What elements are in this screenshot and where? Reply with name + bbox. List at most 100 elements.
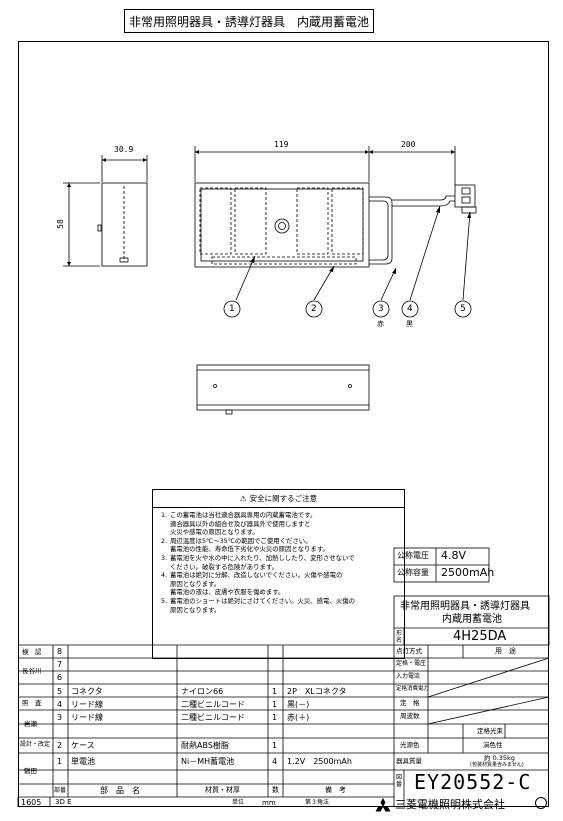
weight-value: 約 0.35kg [484, 754, 515, 762]
safety-item: 5.蓄電池のショートは絶対にさけてください。火災、感電、火傷の原因となります。 [161, 597, 398, 614]
bottom-view [196, 364, 370, 411]
rated-voltage-label: 定格・電圧 [396, 660, 427, 667]
part-4-name: リード線 [71, 700, 103, 709]
part-4-no: 4 [57, 700, 63, 709]
safety-item-line: 適合器具以外の組合せ及び器具外で使用しますと [170, 519, 311, 528]
voltage-value: 4.8V [441, 549, 467, 562]
part-no-header: 部番 [54, 787, 67, 794]
color-rendering-label: 演色性 [483, 741, 503, 749]
model-number: 4H25DA [453, 629, 507, 644]
callout-2: 2 [311, 304, 317, 314]
part-4-remarks: 黒(－) [287, 700, 310, 709]
header-remarks: 備 考 [325, 786, 346, 794]
part-2-name: ケース [71, 741, 95, 750]
approval-review: 照 査 [22, 699, 42, 707]
dim-cable: 200 [401, 140, 416, 149]
approval-design: 設計・改定 [20, 741, 51, 748]
part-5-no: 5 [57, 687, 63, 696]
part-3-no: 3 [57, 713, 63, 722]
safety-item: 1.この蓄電池は当社適合器具専用の内蔵蓄電池です。適合器具以外の組合せ及び器具外… [161, 511, 398, 537]
part-1-qty: 4 [272, 757, 278, 766]
safety-item-number: 4. [161, 571, 168, 580]
safety-notice: ⚠ 安全に関するご注意 1.この蓄電池は当社適合器具専用の内蔵蓄電池です。適合器… [152, 489, 405, 659]
part-4-material: 二種ビニルコード [181, 700, 245, 709]
safety-item: 2.周辺温度は5℃～35℃の範囲でご使用ください。蓄電池の性能、寿命低下劣化や火… [161, 537, 398, 554]
input-current-label: 入力電流 [396, 673, 421, 680]
weight-note: (包装材質量含みません) [470, 762, 524, 768]
warning-icon: ⚠ [239, 494, 247, 503]
company-name: 三菱電機照明株式会社 [395, 798, 505, 811]
form-label: 形名 [396, 630, 403, 644]
row-no-7: 7 [57, 660, 63, 669]
projection-label: 第３角法 [305, 799, 330, 806]
voltage-label: 公称電圧 [397, 551, 429, 560]
part-3-qty: 1 [272, 713, 278, 722]
safety-item-line: 蓄電池の液は、皮膚や衣服を傷めます。 [170, 588, 285, 597]
part-3-material: 二種ビニルコード [181, 713, 245, 722]
callout-4: 4 [407, 304, 413, 314]
dim-width: 119 [274, 140, 289, 149]
header-qty: 数 [272, 786, 279, 794]
approval-reviewer: 岩瀬 [24, 720, 37, 728]
safety-item-number: 5. [161, 596, 168, 605]
part-1-material: Ni－MH蓄電池 [181, 757, 235, 766]
safety-item-line: 火災や感電の原因となります。 [170, 528, 259, 537]
drawing-frame [18, 41, 549, 807]
safety-item-line: 蓄電池のショートは絶対にさけてください。火災、感電、火傷の [170, 596, 356, 605]
rated-power-label: 定格消費電力 [396, 686, 430, 692]
approval-checker: 長谷川 [22, 667, 42, 675]
row-no-6: 6 [57, 673, 63, 682]
safety-item-line: 蓄電池を火や水の中に入れたり、加熱ししたり、変形させないで [170, 553, 355, 562]
dim-height: 58 [55, 219, 65, 229]
callout-1: 1 [229, 304, 235, 314]
safety-items: 1.この蓄電池は当社適合器具専用の内蔵蓄電池です。適合器具以外の組合せ及び器具外… [153, 508, 404, 614]
safety-item-line: 周辺温度は5℃～35℃の範囲でご使用ください。 [170, 536, 312, 545]
front-view [194, 182, 370, 268]
product-name-line1: 非常用照明器具・誘導灯器具 [400, 601, 530, 612]
safety-item: 4.蓄電池は絶対に分解、改造しないでください。火傷や感電の原因となります。蓄電池… [161, 571, 398, 597]
rating-label: 定 格 [400, 699, 420, 707]
use-label: 用 途 [495, 647, 516, 655]
safety-item-line: 原因となります。 [170, 605, 221, 614]
part-4-qty: 1 [272, 700, 278, 709]
drawing-number-label: 図番 [396, 774, 403, 788]
safety-item-number: 1. [161, 511, 168, 519]
part-2-qty: 1 [272, 741, 278, 750]
safety-item-line: この蓄電池は当社適合器具専用の内蔵蓄電池です。 [170, 511, 317, 519]
callout-3-label: 赤 [377, 320, 384, 328]
callout-5: 5 [460, 304, 466, 314]
part-1-remarks: 1.2V 2500mAh [287, 757, 352, 766]
product-name-line2: 内蔵用蓄電池 [442, 614, 502, 625]
weight-label: 器具質量 [396, 757, 422, 765]
part-2-no: 2 [57, 741, 63, 750]
safety-item-number: 2. [161, 536, 168, 545]
part-2-material: 耐熱ABS樹脂 [181, 741, 229, 750]
callout-3: 3 [378, 304, 384, 314]
footer-tag: 3D E [55, 798, 72, 806]
drawing-number: EY20552-C [414, 770, 532, 794]
mitsubishi-logo [375, 797, 391, 812]
header-material: 材質・材厚 [205, 786, 240, 794]
frequency-label: 周波数 [400, 712, 420, 720]
capacity-value: 2500mAh [441, 566, 495, 579]
approval-circle-icon [535, 797, 547, 809]
part-1-name: 単電池 [71, 757, 95, 766]
part-1-no: 1 [57, 757, 63, 766]
row-no-8: 8 [57, 647, 63, 656]
unit-value: mm [262, 799, 276, 807]
part-5-name: コネクタ [71, 687, 103, 696]
dim-depth: 30.9 [114, 145, 134, 154]
safety-item: 3.蓄電池を火や水の中に入れたり、加熱ししたり、変形させないでください。破裂する… [161, 554, 398, 571]
safety-item-line: 蓄電池の性能、寿命低下劣化や火災の原因となります。 [170, 545, 329, 554]
safety-heading: 安全に関するご注意 [249, 494, 318, 503]
light-method-label: 点灯方式 [396, 647, 422, 655]
callout-4-label: 黒 [406, 320, 413, 328]
document-title: 非常用照明器具・誘導灯器具 内蔵用蓄電池 [124, 9, 374, 33]
part-3-remarks: 赤(＋) [287, 713, 310, 722]
part-5-remarks: 2P XLコネクタ [287, 687, 347, 696]
safety-item-line: 原因となります。 [170, 579, 221, 588]
footer-code: 1605 [21, 798, 42, 807]
approval-designer: 鶴田 [24, 767, 37, 775]
light-color-label: 光源色 [400, 741, 420, 749]
